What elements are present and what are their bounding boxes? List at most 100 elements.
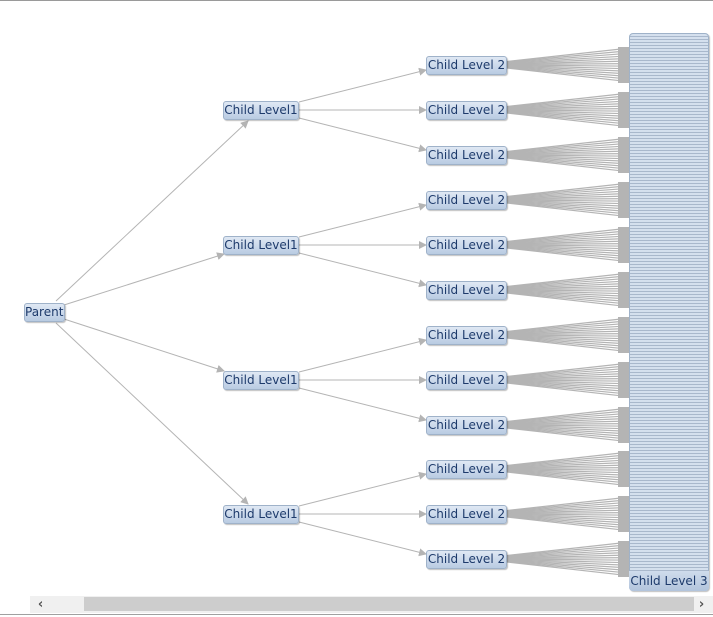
edge-child2-child3 xyxy=(506,145,631,154)
child-level1-node[interactable]: Child Level1 xyxy=(223,505,299,524)
edge-child2-child3 xyxy=(506,513,631,519)
edge-child2-child3 xyxy=(506,380,631,387)
edge-child2-child3 xyxy=(506,381,631,393)
edge-child2-child3 xyxy=(506,102,631,110)
edge-child2-child3 xyxy=(506,382,631,398)
edge-child2-child3 xyxy=(506,516,631,532)
child-level2-node[interactable]: Child Level 2 xyxy=(426,371,507,390)
edge-child2-child3 xyxy=(506,558,631,561)
edge-child2-child3 xyxy=(506,425,631,432)
arrowhead-cluster xyxy=(618,407,630,443)
graph-canvas[interactable]: Child Level 3 Parent Child Level1 Child … xyxy=(0,1,713,594)
edge-child2-child3 xyxy=(506,380,631,390)
child-level2-node[interactable]: Child Level 2 xyxy=(426,101,507,120)
edge-child2-child3 xyxy=(506,246,631,258)
parent-node[interactable]: Parent xyxy=(24,303,65,322)
edge-child2-child3 xyxy=(506,292,631,308)
child-level2-node[interactable]: Child Level 2 xyxy=(426,326,507,345)
edge-child2-child3 xyxy=(506,469,631,476)
edge-child2-child3 xyxy=(506,63,631,66)
arrowhead-cluster xyxy=(618,362,630,398)
edge-child2-child3 xyxy=(506,199,631,205)
edge-child2-child3 xyxy=(506,559,631,569)
top-border xyxy=(0,0,713,1)
edge-child2-child3 xyxy=(506,50,631,63)
edge-child2-child3 xyxy=(506,290,631,300)
edge-child2-child3 xyxy=(506,424,631,430)
child-level2-node[interactable]: Child Level 2 xyxy=(426,550,507,569)
edge-child2-child3 xyxy=(506,64,631,70)
edge-child2-child3 xyxy=(506,190,631,199)
arrowhead-cluster xyxy=(618,317,630,353)
edge-child2-child3 xyxy=(506,469,631,479)
edge-child2-child3 xyxy=(506,333,631,336)
horizontal-scrollbar[interactable]: ‹ › xyxy=(30,596,713,613)
edge-child2-child3 xyxy=(506,232,631,244)
child-level-3-stack[interactable] xyxy=(629,33,709,591)
edge-child2-child3 xyxy=(506,66,631,80)
edge-child2-child3 xyxy=(506,157,631,173)
scrollbar-thumb[interactable] xyxy=(84,597,694,611)
edge-child2-child3 xyxy=(506,227,631,243)
edge-child2-child3 xyxy=(506,327,631,335)
edge-child2-child3 xyxy=(506,459,631,468)
edge-child2-child3 xyxy=(506,560,631,574)
edge-child2-child3 xyxy=(506,546,631,558)
child-level2-node[interactable]: Child Level 2 xyxy=(426,281,507,300)
edge-child2-child3 xyxy=(506,140,631,153)
edge-child2-child3 xyxy=(506,290,631,297)
edge-child2-child3 xyxy=(506,512,631,515)
arrowhead-cluster xyxy=(618,137,630,173)
edge-child2-child3 xyxy=(506,420,631,425)
edge-child2-child3 xyxy=(506,471,631,487)
edge-child2-child3 xyxy=(506,334,631,337)
edge-child2-child3 xyxy=(506,513,631,516)
edge-child2-child3 xyxy=(506,199,631,202)
edge-child2-child3 xyxy=(506,60,631,65)
child-level2-node[interactable]: Child Level 2 xyxy=(426,56,507,75)
edge-child2-child3 xyxy=(506,365,631,378)
edge-child2-child3 xyxy=(506,423,631,426)
child-level1-node[interactable]: Child Level1 xyxy=(223,101,299,120)
chevron-right-icon[interactable]: › xyxy=(698,597,705,612)
edge-child2-child3 xyxy=(506,554,631,559)
edge-child2-child3 xyxy=(506,137,631,153)
edge-child2-child3 xyxy=(506,417,631,425)
edge-child2-child3 xyxy=(506,110,631,117)
edge-child2-child3 xyxy=(506,201,631,213)
edge-child1-child2 xyxy=(298,252,427,288)
child-level1-node[interactable]: Child Level1 xyxy=(223,236,299,255)
edge-child2-child3 xyxy=(506,541,631,557)
child-level2-node[interactable]: Child Level 2 xyxy=(426,505,507,524)
edge-child2-child3 xyxy=(506,317,631,333)
child-level2-node[interactable]: Child Level 2 xyxy=(426,416,507,435)
edge-child2-child3 xyxy=(506,95,631,108)
child-level1-node[interactable]: Child Level1 xyxy=(223,371,299,390)
edge-child2-child3 xyxy=(506,501,631,513)
edge-child1-child2 xyxy=(298,471,427,507)
edge-child2-child3 xyxy=(506,415,631,424)
child-level2-node[interactable]: Child Level 2 xyxy=(426,146,507,165)
edge-child2-child3 xyxy=(506,200,631,207)
edge-child2-child3 xyxy=(506,112,631,128)
edge-child1-child2 xyxy=(298,337,427,373)
edge-child2-child3 xyxy=(506,426,631,440)
edge-child2-child3 xyxy=(506,325,631,334)
edge-child2-child3 xyxy=(506,551,631,559)
edge-child2-child3 xyxy=(506,187,631,199)
edge-child2-child3 xyxy=(506,57,631,65)
bottom-border xyxy=(0,614,713,615)
edge-child2-child3 xyxy=(506,156,631,170)
chevron-left-icon[interactable]: ‹ xyxy=(37,597,44,612)
edge-child2-child3 xyxy=(506,92,631,108)
edge-child2-child3 xyxy=(506,277,631,289)
child-level2-node[interactable]: Child Level 2 xyxy=(426,191,507,210)
edge-child2-child3 xyxy=(506,499,631,512)
edge-child2-child3 xyxy=(506,155,631,165)
edge-child2-child3 xyxy=(506,561,631,577)
child-level2-node[interactable]: Child Level 2 xyxy=(426,236,507,255)
child-level2-node[interactable]: Child Level 2 xyxy=(426,460,507,479)
edge-child2-child3 xyxy=(506,100,631,109)
child-level-3-label: Child Level 3 xyxy=(629,571,709,591)
edge-child2-child3 xyxy=(506,514,631,521)
